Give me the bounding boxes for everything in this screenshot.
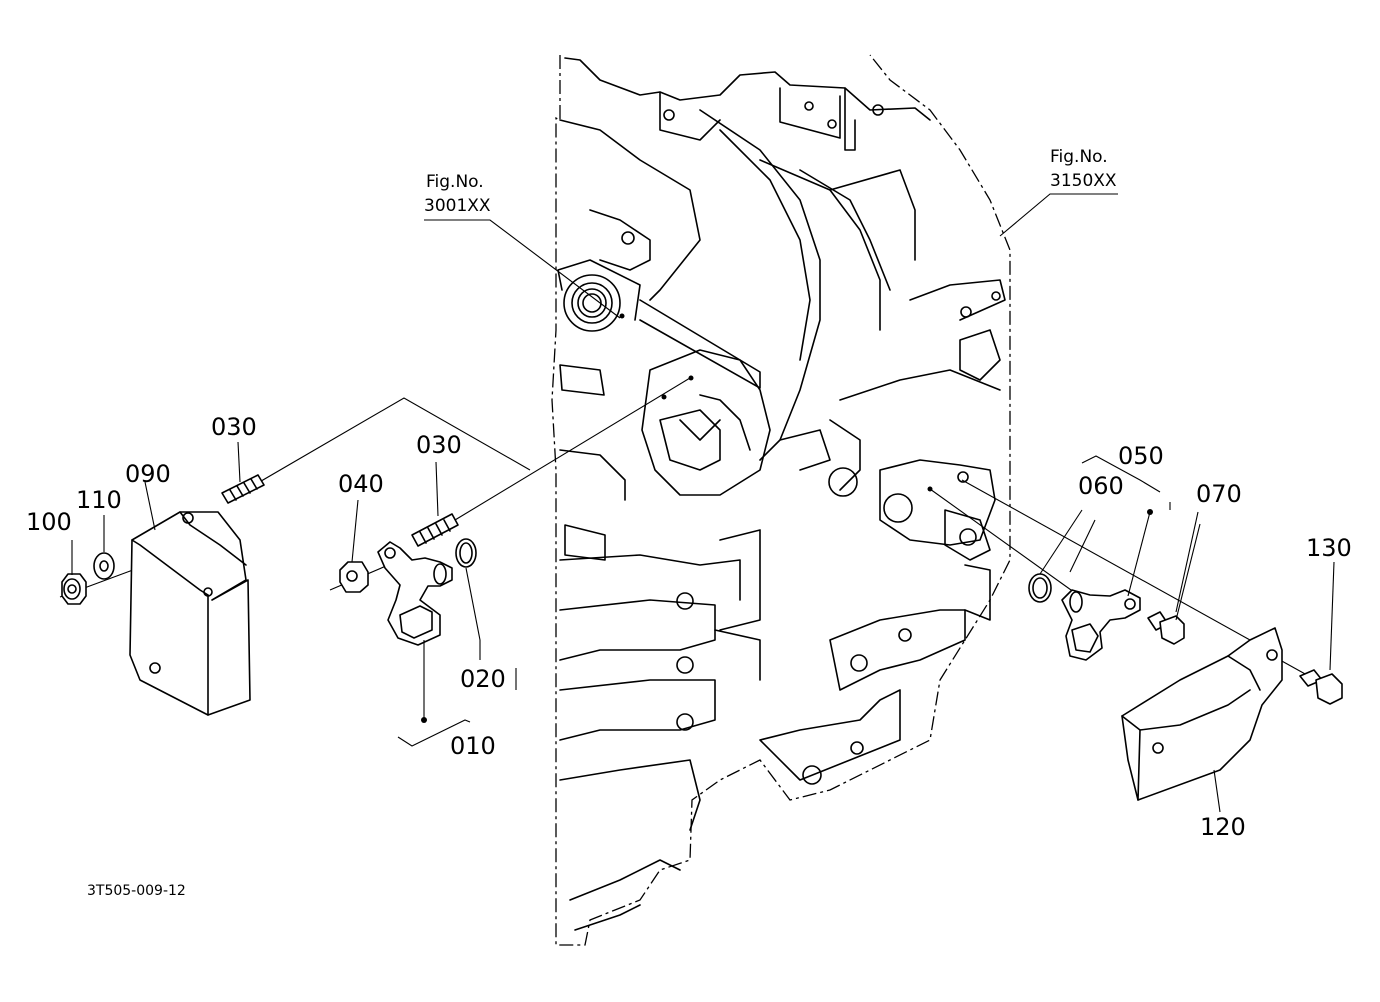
label-090: 090	[125, 460, 171, 488]
part-060-o-ring[interactable]	[1028, 573, 1052, 603]
part-050-group-bracket	[1039, 455, 1201, 621]
label-100: 100	[26, 508, 72, 536]
part-050-sensor[interactable]	[1061, 589, 1141, 661]
fig-ref-3001xx-line2: 3001XX	[424, 196, 491, 216]
part-130-bolt[interactable]	[1299, 669, 1343, 705]
part-040-nut[interactable]	[339, 561, 369, 593]
part-100-nut[interactable]	[61, 573, 87, 605]
label-010: 010	[450, 732, 496, 760]
part-110-washer[interactable]	[93, 552, 115, 580]
fig-ref-3001xx-line1: Fig.No.	[426, 172, 484, 192]
assembly-center-lines	[59, 377, 1326, 686]
label-030-left: 030	[211, 413, 257, 441]
part-number-labels: 030 090 110 100 040 030 020 010 050 060 …	[26, 413, 1352, 841]
fig-ref-3150xx-line1: Fig.No.	[1050, 147, 1108, 167]
part-030-stud-left[interactable]	[221, 474, 265, 504]
label-060: 060	[1078, 472, 1124, 500]
figure-code: 3T505-009-12	[87, 883, 186, 899]
fig-reference-3150xx: Fig.No. 3150XX	[999, 147, 1118, 237]
part-020-o-ring[interactable]	[455, 538, 477, 568]
fig-reference-3001xx: Fig.No. 3001XX	[424, 172, 621, 319]
part-010-sensor[interactable]	[377, 541, 453, 646]
part-070-bolt[interactable]	[1147, 611, 1185, 645]
label-070: 070	[1196, 480, 1242, 508]
part-010-group-bracket	[397, 567, 517, 747]
label-030-middle: 030	[416, 431, 462, 459]
label-040: 040	[338, 470, 384, 498]
label-120: 120	[1200, 813, 1246, 841]
part-120-cover[interactable]	[1121, 627, 1283, 801]
label-130: 130	[1306, 534, 1352, 562]
fig-ref-3150xx-line2: 3150XX	[1050, 171, 1117, 191]
label-020: 020	[460, 665, 506, 693]
part-090-cover[interactable]	[129, 511, 251, 716]
part-030-stud-middle[interactable]	[411, 513, 459, 547]
part-label-leaders-right	[71, 441, 1335, 813]
label-110: 110	[76, 486, 122, 514]
transmission-housing	[551, 54, 1011, 946]
label-050: 050	[1118, 442, 1164, 470]
